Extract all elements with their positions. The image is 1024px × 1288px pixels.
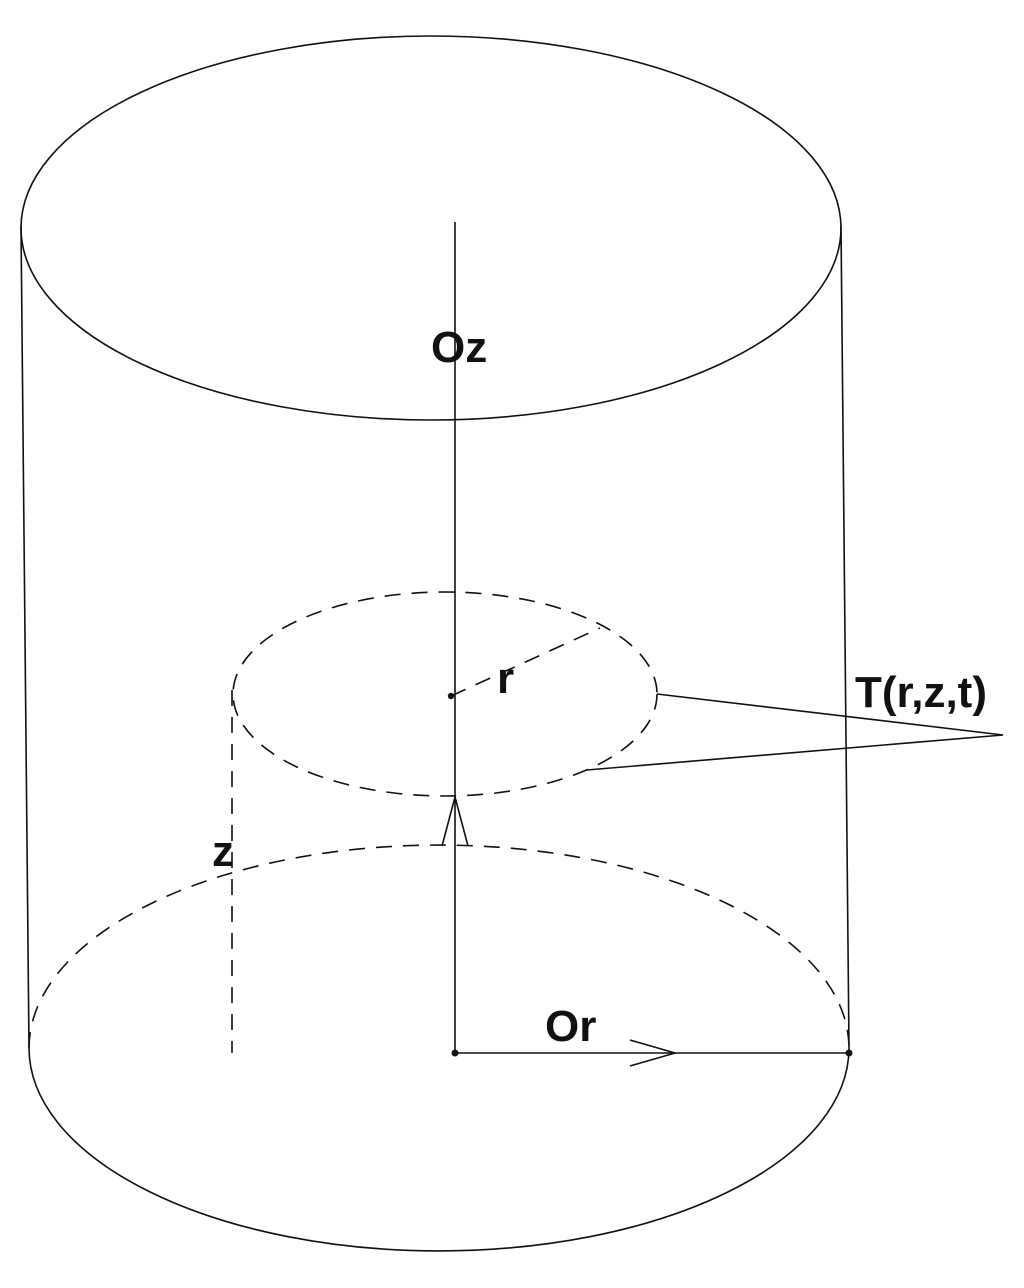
cylinder-bottom-front-arc — [28, 1047, 850, 1252]
or-axis-arrowhead — [629, 1039, 678, 1067]
inner-circle-center-point — [447, 692, 455, 700]
origin-point — [451, 1049, 459, 1057]
cylinder-bottom-back-arc — [28, 844, 850, 1049]
oz-axis-arrowhead — [441, 793, 469, 847]
oz-axis-label: Oz — [431, 323, 487, 372]
height-label: z — [212, 827, 234, 876]
inner-dashed-circle — [232, 591, 658, 797]
radius-dashed-line — [450, 627, 601, 697]
radius-label: r — [497, 654, 514, 703]
temperature-label: T(r,z,t) — [855, 668, 987, 717]
or-axis-end-point — [845, 1049, 853, 1057]
or-axis-label: Or — [545, 1002, 596, 1051]
cylinder-right-wall — [840, 225, 850, 1049]
temperature-leader-lines — [586, 693, 1004, 771]
cylinder-left-wall — [20, 225, 30, 1049]
